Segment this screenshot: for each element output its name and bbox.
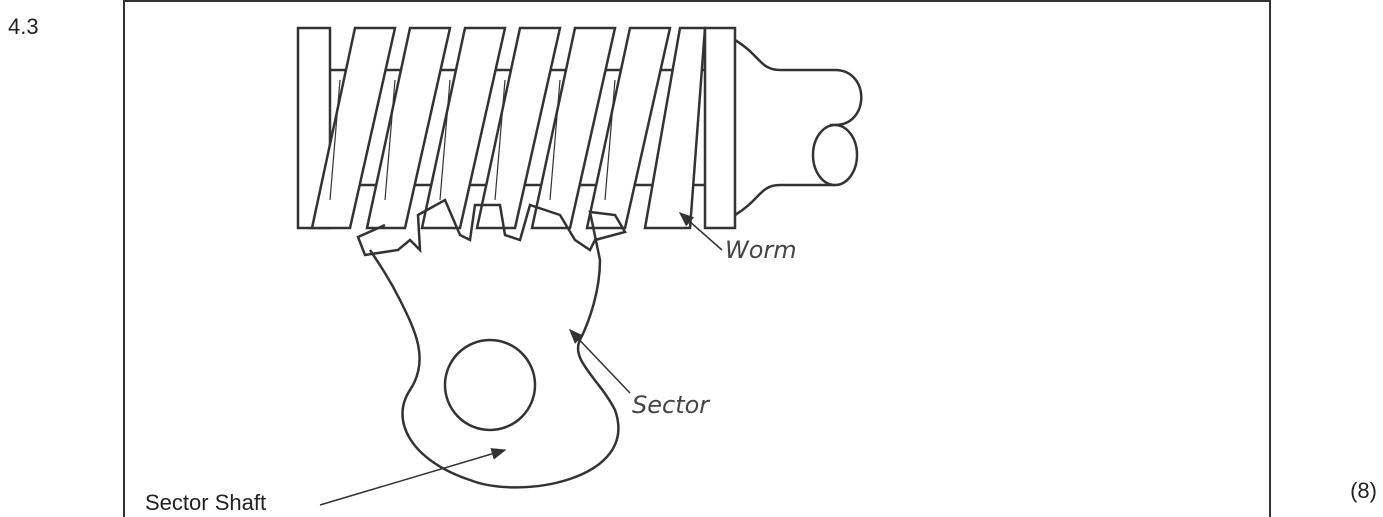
worm-callout: Worm	[680, 213, 797, 264]
sector-shaft-label: Sector Shaft	[145, 490, 266, 515]
sector-shaft-callout: Sector Shaft	[145, 450, 505, 515]
worm-label: Worm	[725, 236, 797, 264]
worm	[298, 28, 861, 228]
sector	[358, 200, 625, 487]
sector-label: Sector	[632, 391, 711, 419]
